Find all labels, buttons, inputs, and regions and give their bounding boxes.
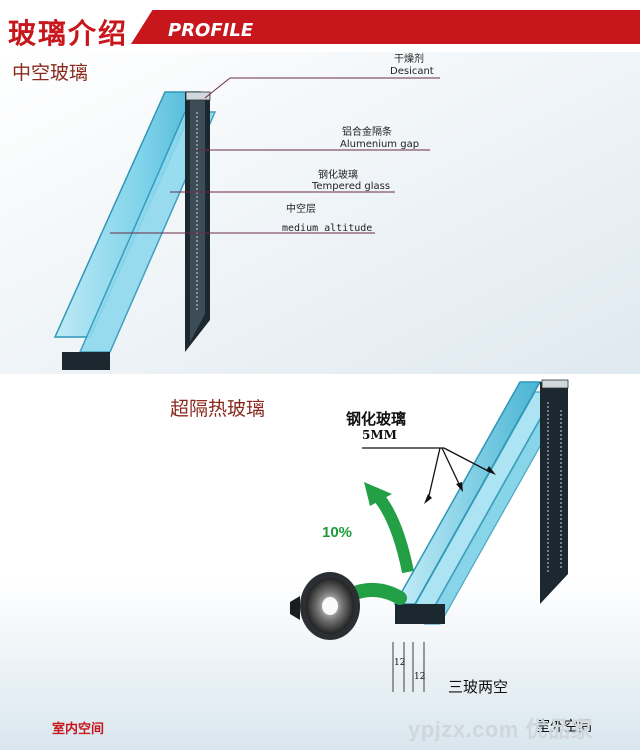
insulated-glass-title: 中空玻璃	[12, 62, 89, 84]
gap-dimension-b: 12	[414, 672, 426, 682]
cavity-label-en: medium altitude	[282, 223, 373, 234]
indoor-label: 室内空间	[52, 722, 105, 737]
tempered-glass-label-cn: 钢化玻璃	[318, 170, 358, 181]
thickness-label: 5MM	[362, 428, 397, 442]
tempered-glass-label-en: Tempered glass	[312, 181, 391, 192]
cavity-label-cn: 中空层	[286, 204, 316, 215]
tempered-glass-label: 钢化玻璃	[346, 410, 407, 428]
triple-glazing-diagram	[0, 374, 640, 750]
reduction-percent: 10%	[322, 524, 353, 541]
header-subtitle: PROFILE	[168, 20, 254, 41]
spacer-label-en: Alumenium gap	[340, 139, 420, 150]
desiccant-label-cn: 干燥剂	[394, 54, 424, 65]
gap-dimension-a: 12	[394, 658, 406, 668]
triple-glazing-title: 超隔热玻璃	[170, 398, 266, 420]
insulated-glass-diagram	[0, 52, 640, 374]
header-banner: 玻璃介绍 PROFILE	[0, 0, 640, 50]
spacer-label-cn: 铝合金隔条	[342, 127, 392, 138]
desiccant-label-en: Desicant	[390, 66, 434, 77]
watermark: ypjzx.com 优品家	[408, 717, 593, 742]
insulated-glass-section: 中空玻璃 干燥剂 Desicant 铝合金隔条 Alumenium gap 钢化…	[0, 52, 640, 374]
outdoor-label: 室外空间	[536, 719, 592, 735]
triple-glazing-section: 超隔热玻璃 钢化玻璃 5MM 10% 12 12 三玻两空 室内空间 室外空间 …	[0, 374, 640, 750]
glazing-type-label: 三玻两空	[448, 678, 509, 696]
header-bar-graphic	[0, 7, 640, 47]
header-title: 玻璃介绍	[8, 17, 129, 50]
